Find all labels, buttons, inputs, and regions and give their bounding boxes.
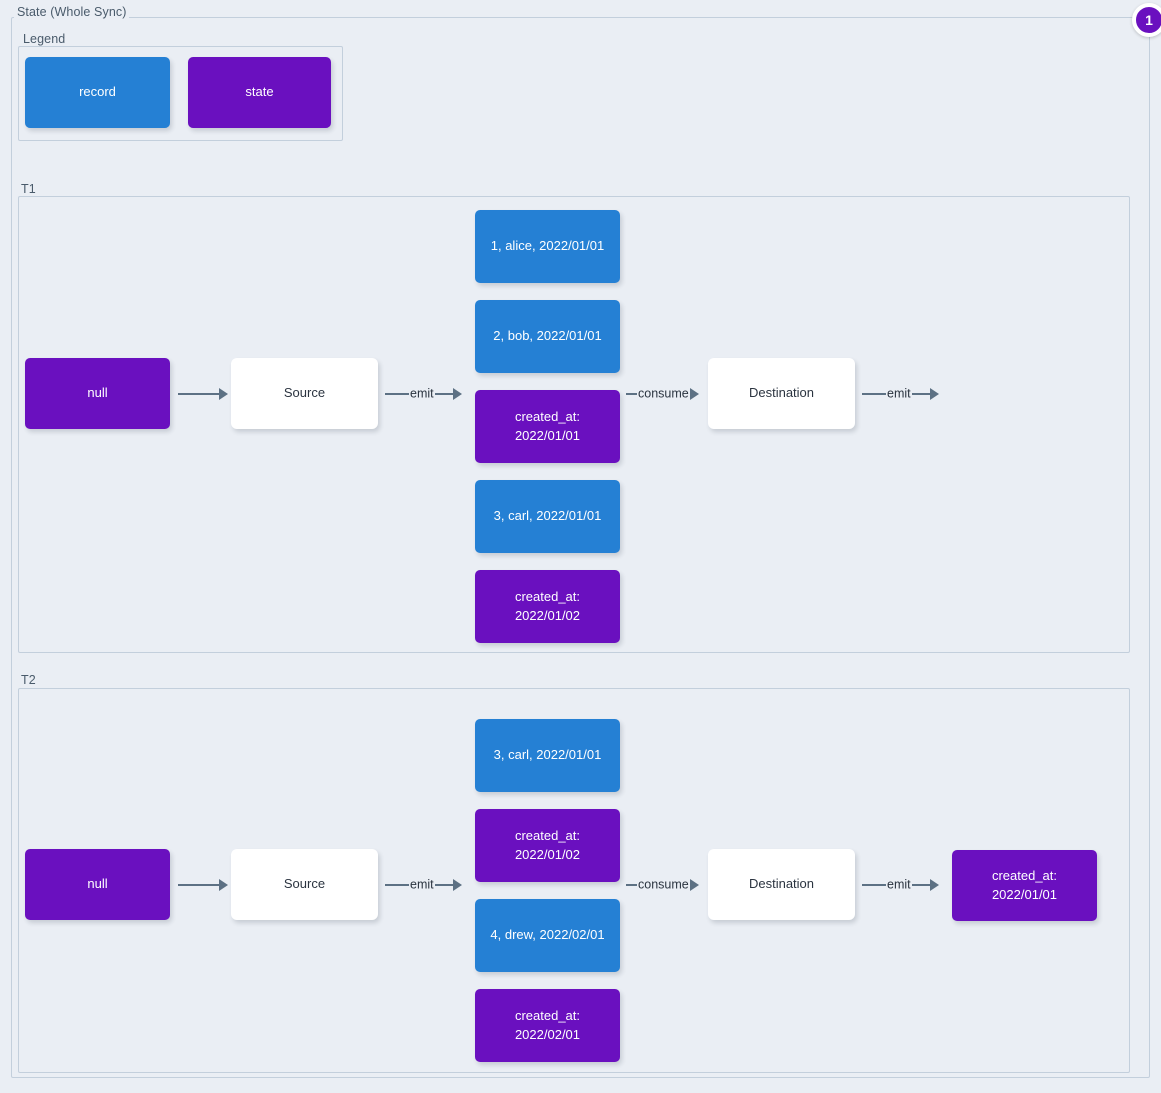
legend-swatch-record: record — [25, 57, 170, 128]
legend-title: Legend — [20, 32, 69, 46]
t1-stream-item-2: created_at: 2022/01/01 — [475, 390, 620, 463]
t2-stream-item-1: created_at: 2022/01/02 — [475, 809, 620, 882]
t1-stream-label-0: 1, alice, 2022/01/01 — [490, 238, 605, 254]
t2-stream-label-1: created_at: 2022/01/02 — [514, 827, 581, 862]
t1-initial-state-label: null — [87, 385, 108, 401]
t2-stream-item-2: 4, drew, 2022/02/01 — [475, 899, 620, 972]
section-title-t1: T1 — [18, 182, 39, 196]
t1-stream-item-4: created_at: 2022/01/02 — [475, 570, 620, 643]
t1-stream-item-0: 1, alice, 2022/01/01 — [475, 210, 620, 283]
step-badge[interactable]: 1 — [1132, 3, 1161, 37]
t1-destination-label: Destination — [748, 385, 815, 401]
section-group-t2 — [18, 688, 1130, 1073]
t2-destination-label: Destination — [748, 876, 815, 892]
t2-source-label: Source — [283, 876, 326, 892]
section-group-t1 — [18, 196, 1130, 653]
t1-initial-state: null — [25, 358, 170, 429]
t1-source-label: Source — [283, 385, 326, 401]
outer-group-title: State (Whole Sync) — [14, 5, 130, 19]
legend-label-state: state — [245, 84, 274, 100]
legend-label-record: record — [79, 84, 116, 100]
legend-group — [18, 46, 343, 141]
t1-stream-label-3: 3, carl, 2022/01/01 — [493, 508, 602, 524]
t2-stream-label-2: 4, drew, 2022/02/01 — [490, 927, 605, 943]
t2-final-state-label: created_at: 2022/01/01 — [991, 867, 1058, 902]
section-title-t2: T2 — [18, 673, 39, 687]
t2-destination-node: Destination — [708, 849, 855, 920]
t1-stream-item-3: 3, carl, 2022/01/01 — [475, 480, 620, 553]
t1-source-node: Source — [231, 358, 378, 429]
t2-stream-item-3: created_at: 2022/02/01 — [475, 989, 620, 1062]
t2-stream-label-0: 3, carl, 2022/01/01 — [493, 747, 602, 763]
t2-final-state: created_at: 2022/01/01 — [952, 850, 1097, 921]
t1-stream-label-4: created_at: 2022/01/02 — [514, 588, 581, 623]
legend-swatch-state: state — [188, 57, 331, 128]
t2-stream-item-0: 3, carl, 2022/01/01 — [475, 719, 620, 792]
t1-destination-node: Destination — [708, 358, 855, 429]
step-badge-label: 1 — [1145, 12, 1153, 28]
t2-source-node: Source — [231, 849, 378, 920]
t2-initial-state: null — [25, 849, 170, 920]
t2-initial-state-label: null — [87, 876, 108, 892]
t1-stream-label-2: created_at: 2022/01/01 — [514, 408, 581, 443]
t1-stream-label-1: 2, bob, 2022/01/01 — [493, 328, 602, 344]
t2-stream-label-3: created_at: 2022/02/01 — [514, 1007, 581, 1042]
t1-stream-item-1: 2, bob, 2022/01/01 — [475, 300, 620, 373]
outer-group-state-whole-sync — [11, 17, 1150, 1078]
